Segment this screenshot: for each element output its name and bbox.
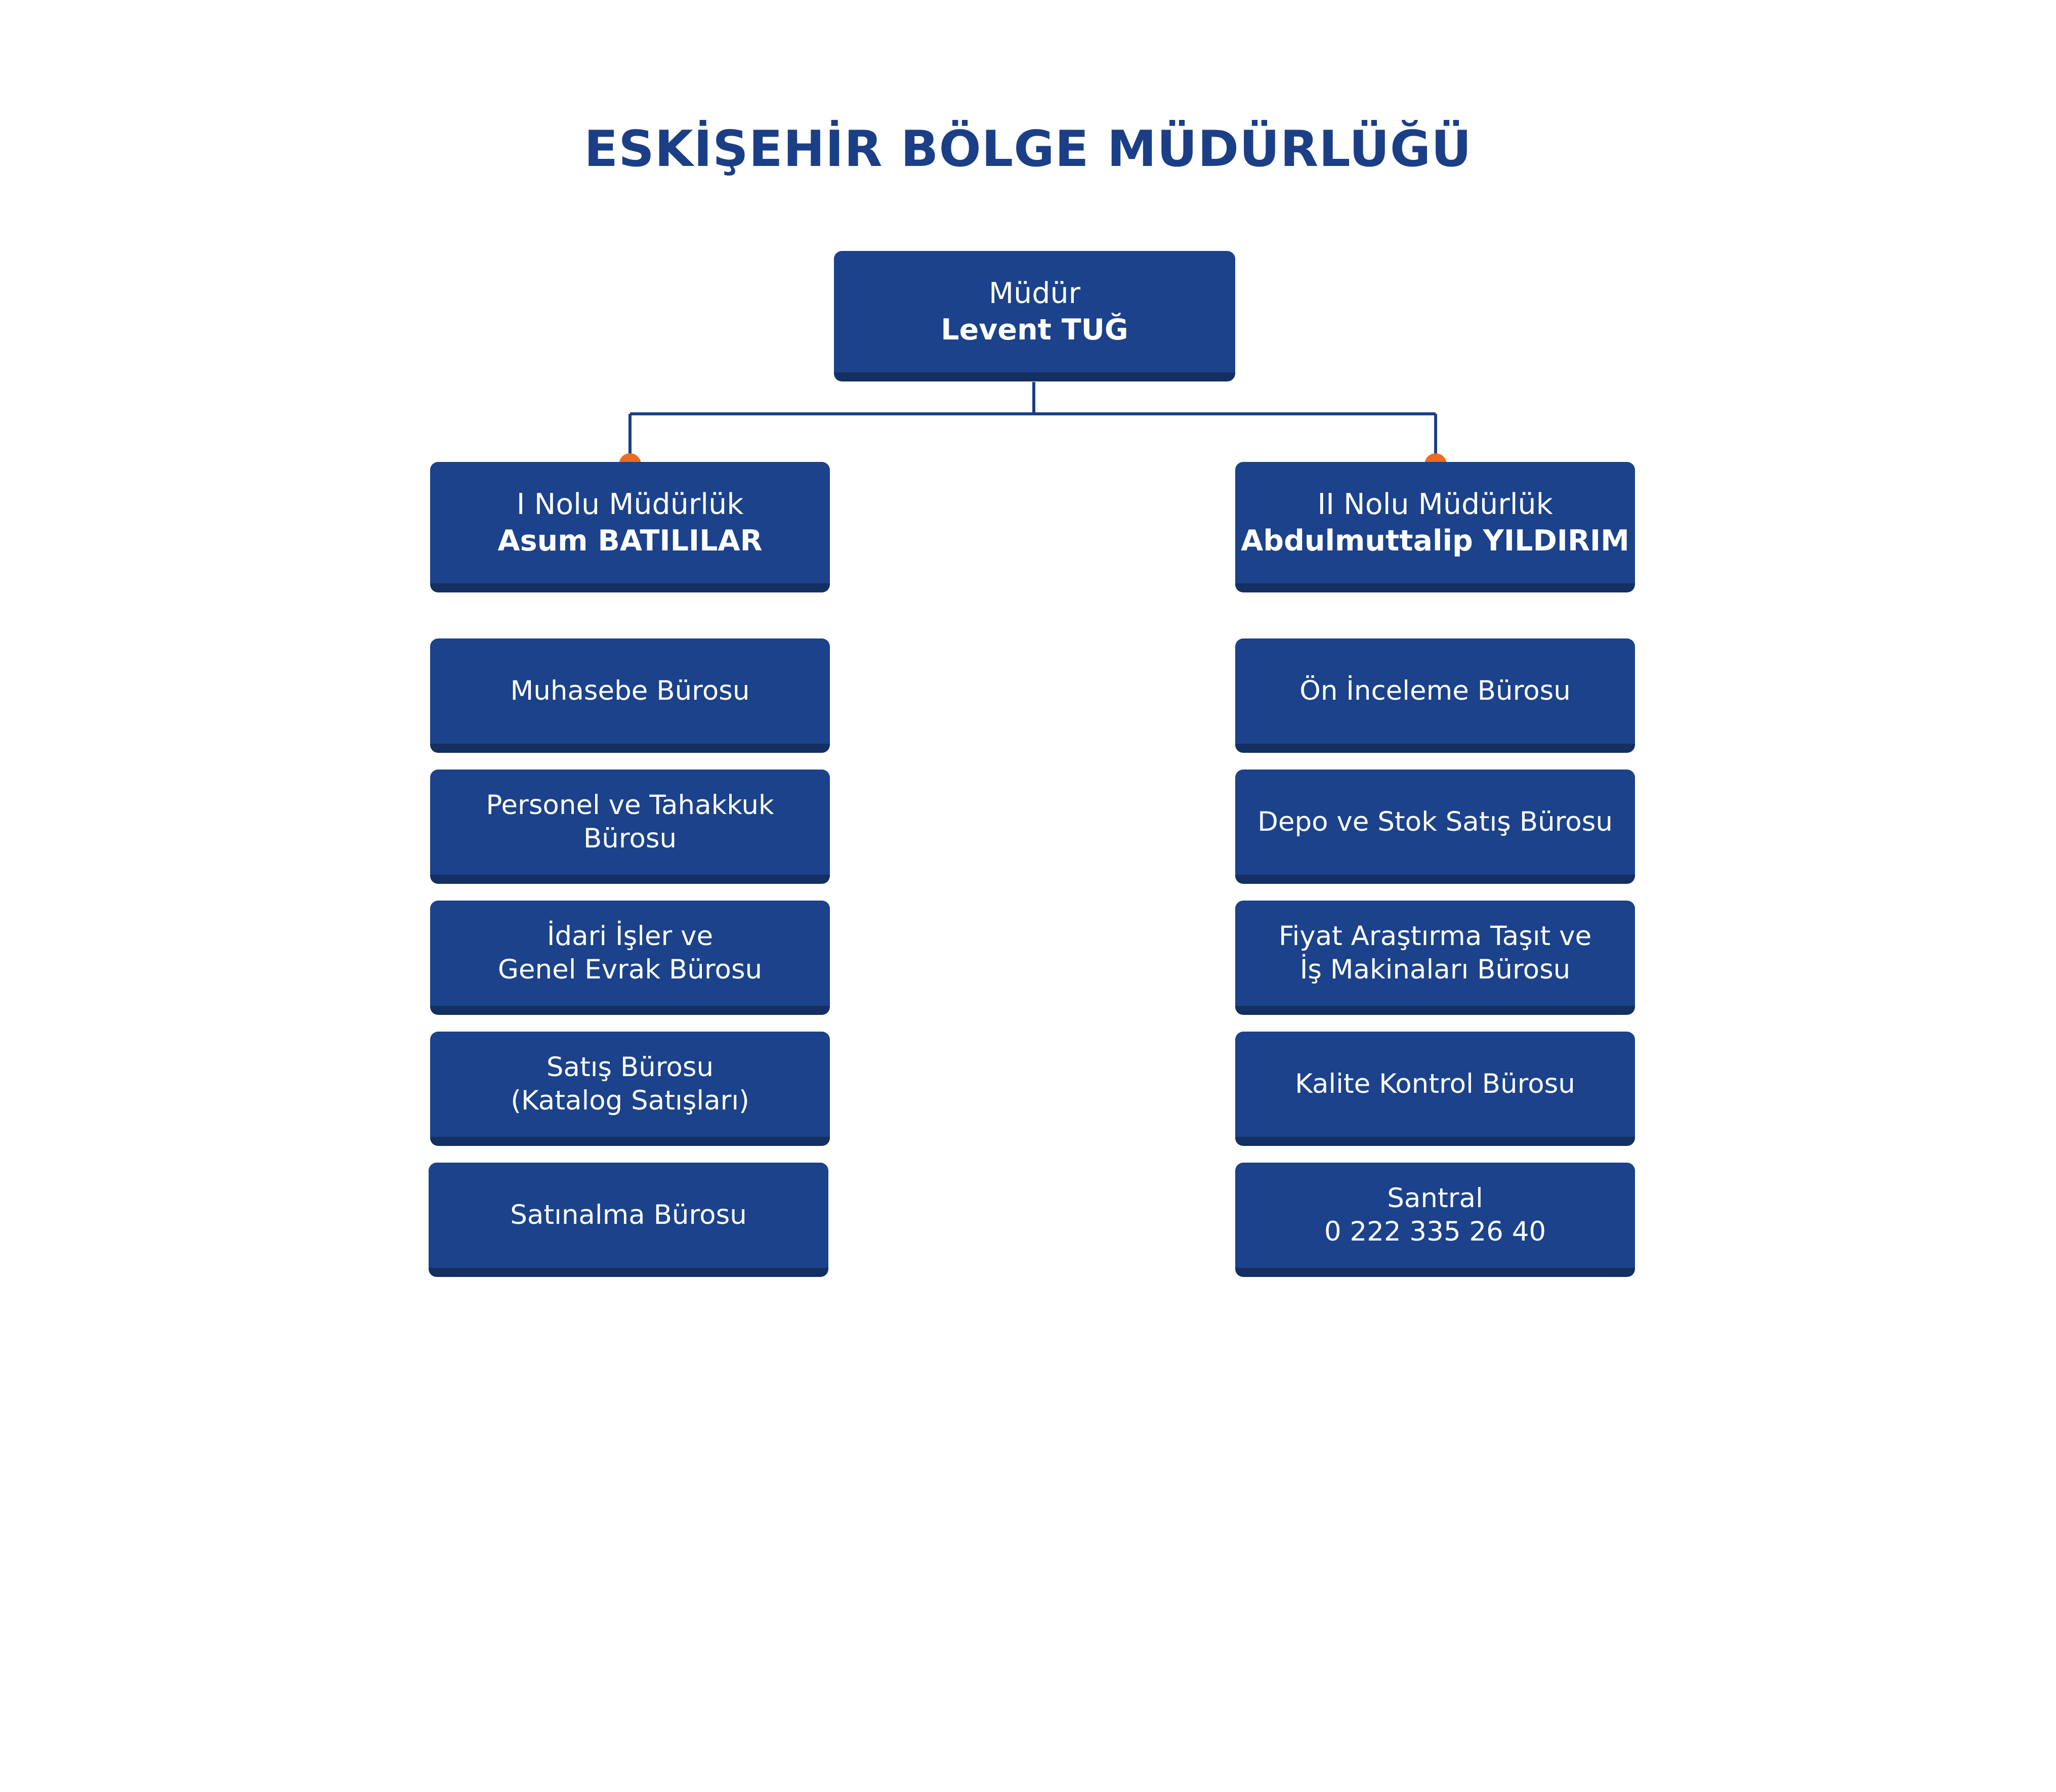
right-branch-box: II Nolu Müdürlük Abdulmuttalip YILDIRIM — [1235, 462, 1635, 592]
unit-label: Ön İnceleme Bürosu — [1299, 675, 1571, 706]
left-unit-box: Muhasebe Bürosu — [430, 638, 830, 753]
page-title: ESKİŞEHİR BÖLGE MÜDÜRLÜĞÜ — [584, 120, 1472, 178]
right-unit-box: Depo ve Stok Satış Bürosu — [1235, 770, 1635, 884]
director-role: Müdür — [988, 277, 1081, 310]
unit-label-2: Bürosu — [583, 823, 677, 854]
left-unit-box: Personel ve Tahakkuk Bürosu — [430, 770, 830, 884]
unit-label: Fiyat Araştırma Taşıt ve — [1278, 921, 1592, 952]
unit-label: Depo ve Stok Satış Bürosu — [1257, 806, 1613, 837]
unit-label-2: 0 222 335 26 40 — [1324, 1216, 1546, 1247]
left-unit-box: İdari İşler ve Genel Evrak Bürosu — [430, 901, 830, 1015]
right-unit-box: Kalite Kontrol Bürosu — [1235, 1032, 1635, 1146]
left-unit-box: Satınalma Bürosu — [429, 1163, 828, 1277]
right-branch-name: Abdulmuttalip YILDIRIM — [1241, 524, 1629, 558]
director-box: Müdür Levent TUĞ — [834, 251, 1235, 381]
director-name: Levent TUĞ — [941, 313, 1128, 347]
left-branch-box: I Nolu Müdürlük Asum BATILILAR — [430, 462, 830, 592]
unit-label: Kalite Kontrol Bürosu — [1295, 1069, 1575, 1099]
unit-label-2: Genel Evrak Bürosu — [497, 954, 763, 985]
right-unit-box: Ön İnceleme Bürosu — [1235, 638, 1635, 753]
unit-label: Personel ve Tahakkuk — [486, 790, 774, 821]
right-branch-role: II Nolu Müdürlük — [1317, 488, 1553, 521]
unit-label-2: (Katalog Satışları) — [511, 1085, 749, 1116]
left-branch-name: Asum BATILILAR — [497, 524, 763, 558]
right-unit-box: Fiyat Araştırma Taşıt ve İş Makinaları B… — [1235, 901, 1635, 1015]
unit-label: Satış Bürosu — [546, 1052, 714, 1083]
unit-label: Santral — [1387, 1183, 1483, 1214]
right-unit-box: Santral 0 222 335 26 40 — [1235, 1163, 1635, 1277]
unit-label: Satınalma Bürosu — [510, 1200, 747, 1230]
left-branch-role: I Nolu Müdürlük — [516, 488, 744, 521]
unit-label: İdari İşler ve — [547, 921, 714, 952]
connector-line — [628, 382, 1437, 464]
unit-label-2: İş Makinaları Bürosu — [1299, 954, 1571, 985]
left-unit-box: Satış Bürosu (Katalog Satışları) — [430, 1032, 830, 1146]
unit-label: Muhasebe Bürosu — [510, 675, 750, 706]
